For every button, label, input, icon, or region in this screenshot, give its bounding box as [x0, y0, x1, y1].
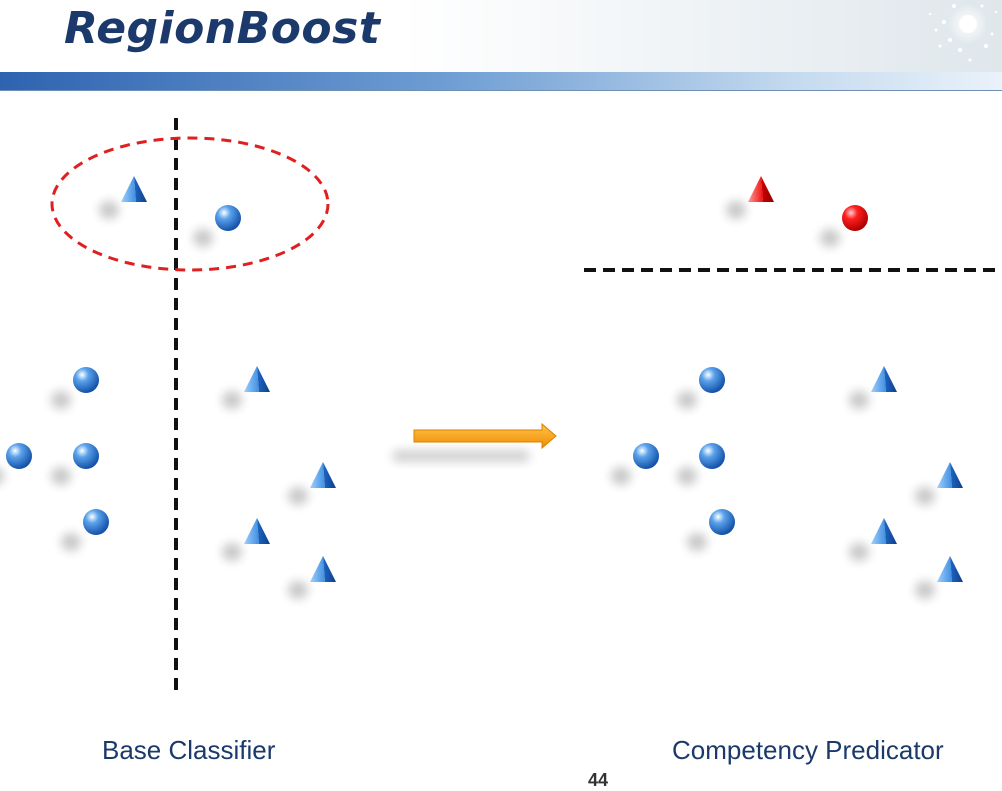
sphere-icon: [51, 443, 99, 485]
cone-icon: [849, 518, 897, 561]
right-arrow-icon: [392, 422, 557, 462]
sphere-icon: [677, 443, 725, 485]
cone-icon: [288, 462, 336, 505]
misclassified-region-ellipse: [50, 136, 330, 272]
cone-icon: [222, 366, 270, 409]
slide-header: RegionBoost: [0, 0, 1002, 72]
cone-icon: [915, 556, 963, 599]
sphere-icon: [0, 443, 32, 484]
sphere-icon: [687, 509, 735, 551]
sphere-icon: [820, 205, 868, 247]
sphere-icon: [611, 443, 659, 485]
cone-icon: [99, 176, 147, 219]
cone-icon: [726, 176, 774, 219]
sphere-icon: [51, 367, 99, 409]
sparkle-decoration-icon: [928, 4, 998, 62]
sphere-icon: [677, 367, 725, 409]
slide-title: RegionBoost: [64, 3, 381, 54]
data-markers: [0, 176, 963, 599]
cone-icon: [288, 556, 336, 599]
regionboost-diagram: [0, 118, 1002, 690]
competency-predicator-caption: Competency Predicator: [672, 735, 944, 765]
cone-icon: [915, 462, 963, 505]
page-number: 44: [588, 770, 609, 790]
cone-icon: [222, 518, 270, 561]
title-underline-bar: [0, 72, 1002, 91]
base-classifier-caption: Base Classifier: [102, 735, 276, 765]
sphere-icon: [193, 205, 241, 247]
cone-icon: [849, 366, 897, 409]
sphere-icon: [61, 509, 109, 551]
